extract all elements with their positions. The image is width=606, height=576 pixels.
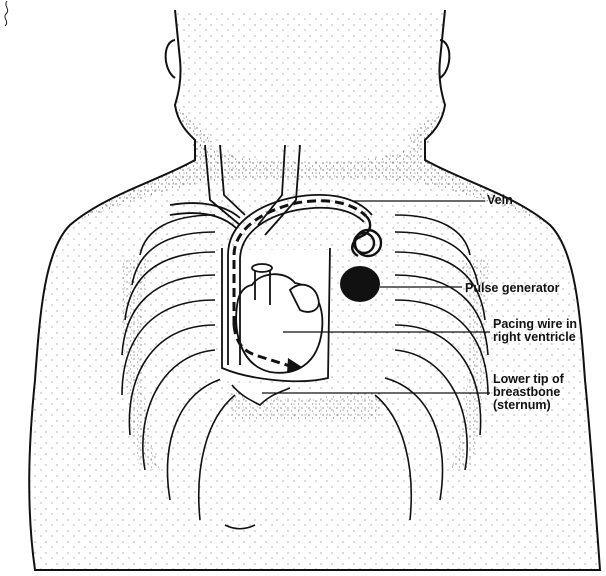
pulse-generator-label: Pulse generator [465,282,559,295]
pulse-generator [340,266,380,302]
sternum-label: Lower tip of breastbone (sternum) [493,373,564,412]
artist-signature [0,0,14,28]
pulse-generator-label-text: Pulse generator [465,282,559,295]
sternum-label-line-3: (sternum) [493,399,564,412]
pacing-wire-label: Pacing wire in right ventricle [493,318,577,344]
vein-label: Vein [487,194,513,207]
vein-label-text: Vein [487,194,513,207]
pacing-wire-label-line-2: right ventricle [493,331,577,344]
